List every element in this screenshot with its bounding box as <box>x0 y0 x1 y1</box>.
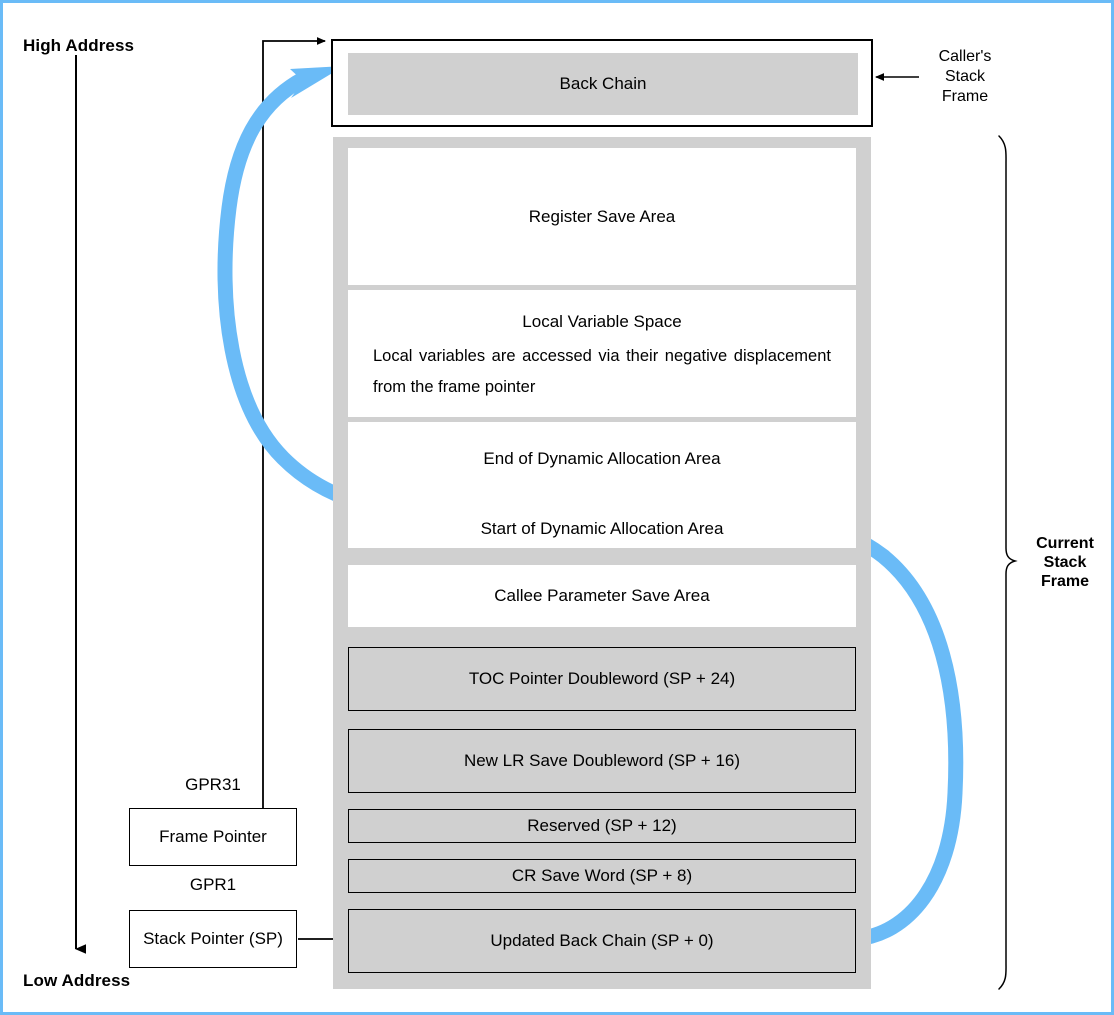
current-frame-brace <box>998 135 1018 990</box>
slot-toc-pointer-doubleword[interactable]: TOC Pointer Doubleword (SP + 24) <box>348 647 856 711</box>
slot-local-variable-space[interactable]: Local Variable Space Local variables are… <box>348 290 856 417</box>
slot-updated-back-chain[interactable]: Updated Back Chain (SP + 0) <box>348 909 856 973</box>
slot-cr-save-word-label: CR Save Word (SP + 8) <box>511 866 693 885</box>
current-stack-frame-container: Register Save Area Local Variable Space … <box>333 137 871 989</box>
slot-local-variable-space-body: Local variables are accessed via their n… <box>373 347 831 396</box>
slot-back-chain-label: Back Chain <box>559 74 647 93</box>
slot-dynamic-allocation-area[interactable]: End of Dynamic Allocation Area Start of … <box>348 422 856 548</box>
stack-pointer-box-label: Stack Pointer (SP) <box>143 929 283 948</box>
slot-register-save-area-label: Register Save Area <box>528 206 676 226</box>
slot-back-chain[interactable]: Back Chain <box>348 53 858 115</box>
slot-dynamic-allocation-start-label: Start of Dynamic Allocation Area <box>480 519 724 538</box>
caller-stack-frame-annotation: Caller's Stack Frame <box>938 48 992 105</box>
slot-register-save-area[interactable]: Register Save Area <box>348 148 856 285</box>
stack-pointer-box[interactable]: Stack Pointer (SP) <box>129 910 297 968</box>
slot-updated-back-chain-label: Updated Back Chain (SP + 0) <box>490 931 714 950</box>
caller-stack-frame-box: Back Chain <box>331 39 873 127</box>
slot-reserved[interactable]: Reserved (SP + 12) <box>348 809 856 843</box>
frame-pointer-box[interactable]: Frame Pointer <box>129 808 297 866</box>
slot-new-lr-save-doubleword-label: New LR Save Doubleword (SP + 16) <box>463 751 741 770</box>
slot-callee-parameter-save-area-label: Callee Parameter Save Area <box>494 586 710 605</box>
frame-pointer-connector <box>262 37 326 809</box>
slot-local-variable-space-label: Local Variable Space <box>522 312 682 331</box>
register-label-gpr31: GPR31 <box>185 775 241 794</box>
slot-toc-pointer-doubleword-label: TOC Pointer Doubleword (SP + 24) <box>468 669 736 688</box>
frame-pointer-box-label: Frame Pointer <box>159 827 267 846</box>
low-address-label: Low Address <box>23 971 131 990</box>
register-label-gpr1: GPR1 <box>189 875 237 894</box>
slot-callee-parameter-save-area[interactable]: Callee Parameter Save Area <box>348 565 856 627</box>
slot-new-lr-save-doubleword[interactable]: New LR Save Doubleword (SP + 16) <box>348 729 856 793</box>
high-address-label: High Address <box>23 36 135 55</box>
slot-dynamic-allocation-end-label: End of Dynamic Allocation Area <box>483 449 721 468</box>
current-stack-frame-annotation: Current Stack Frame <box>1036 535 1094 590</box>
slot-cr-save-word[interactable]: CR Save Word (SP + 8) <box>348 859 856 893</box>
slot-reserved-label: Reserved (SP + 12) <box>527 816 677 835</box>
